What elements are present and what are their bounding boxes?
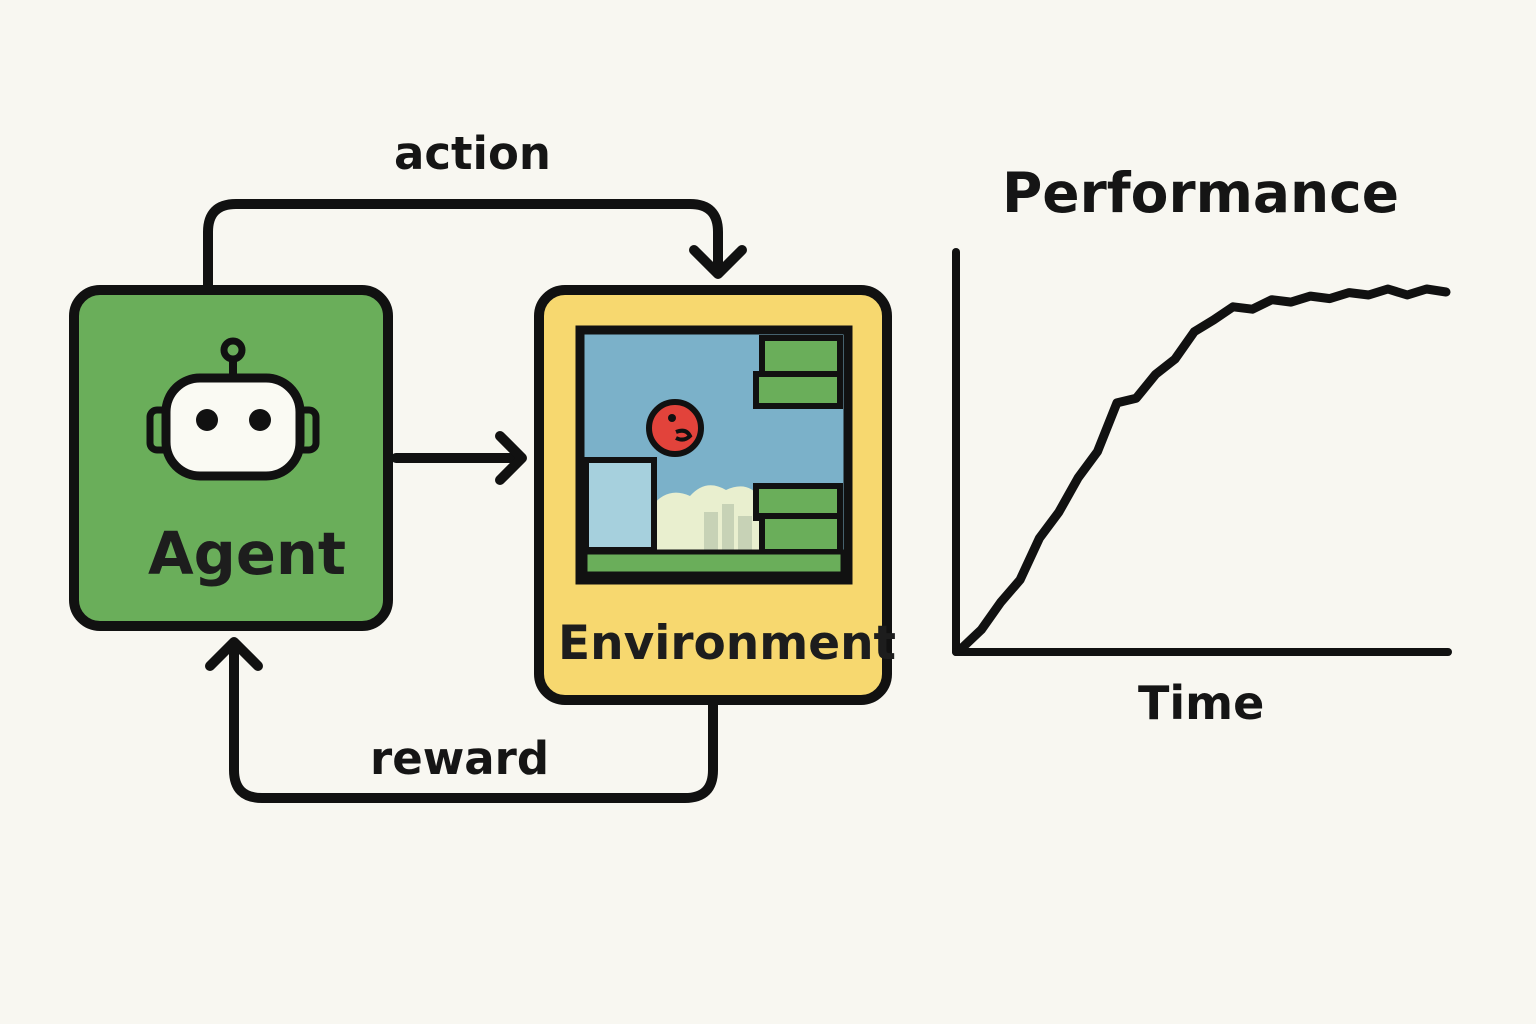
reward-label: reward	[370, 732, 550, 785]
environment-label: Environment	[558, 616, 897, 671]
chart-title: Performance	[1002, 161, 1400, 225]
game-screen-icon	[575, 325, 853, 585]
x-axis-label: Time	[1138, 676, 1265, 730]
action-label: action	[394, 127, 551, 180]
action-arrow	[203, 199, 723, 293]
state-arrowhead	[495, 431, 527, 485]
reward-arrowhead	[205, 637, 263, 671]
reward-arrow	[229, 643, 718, 803]
performance-curve	[957, 284, 1451, 653]
agent-label: Agent	[148, 519, 347, 588]
action-arrowhead	[689, 245, 747, 279]
robot-icon	[146, 337, 320, 481]
